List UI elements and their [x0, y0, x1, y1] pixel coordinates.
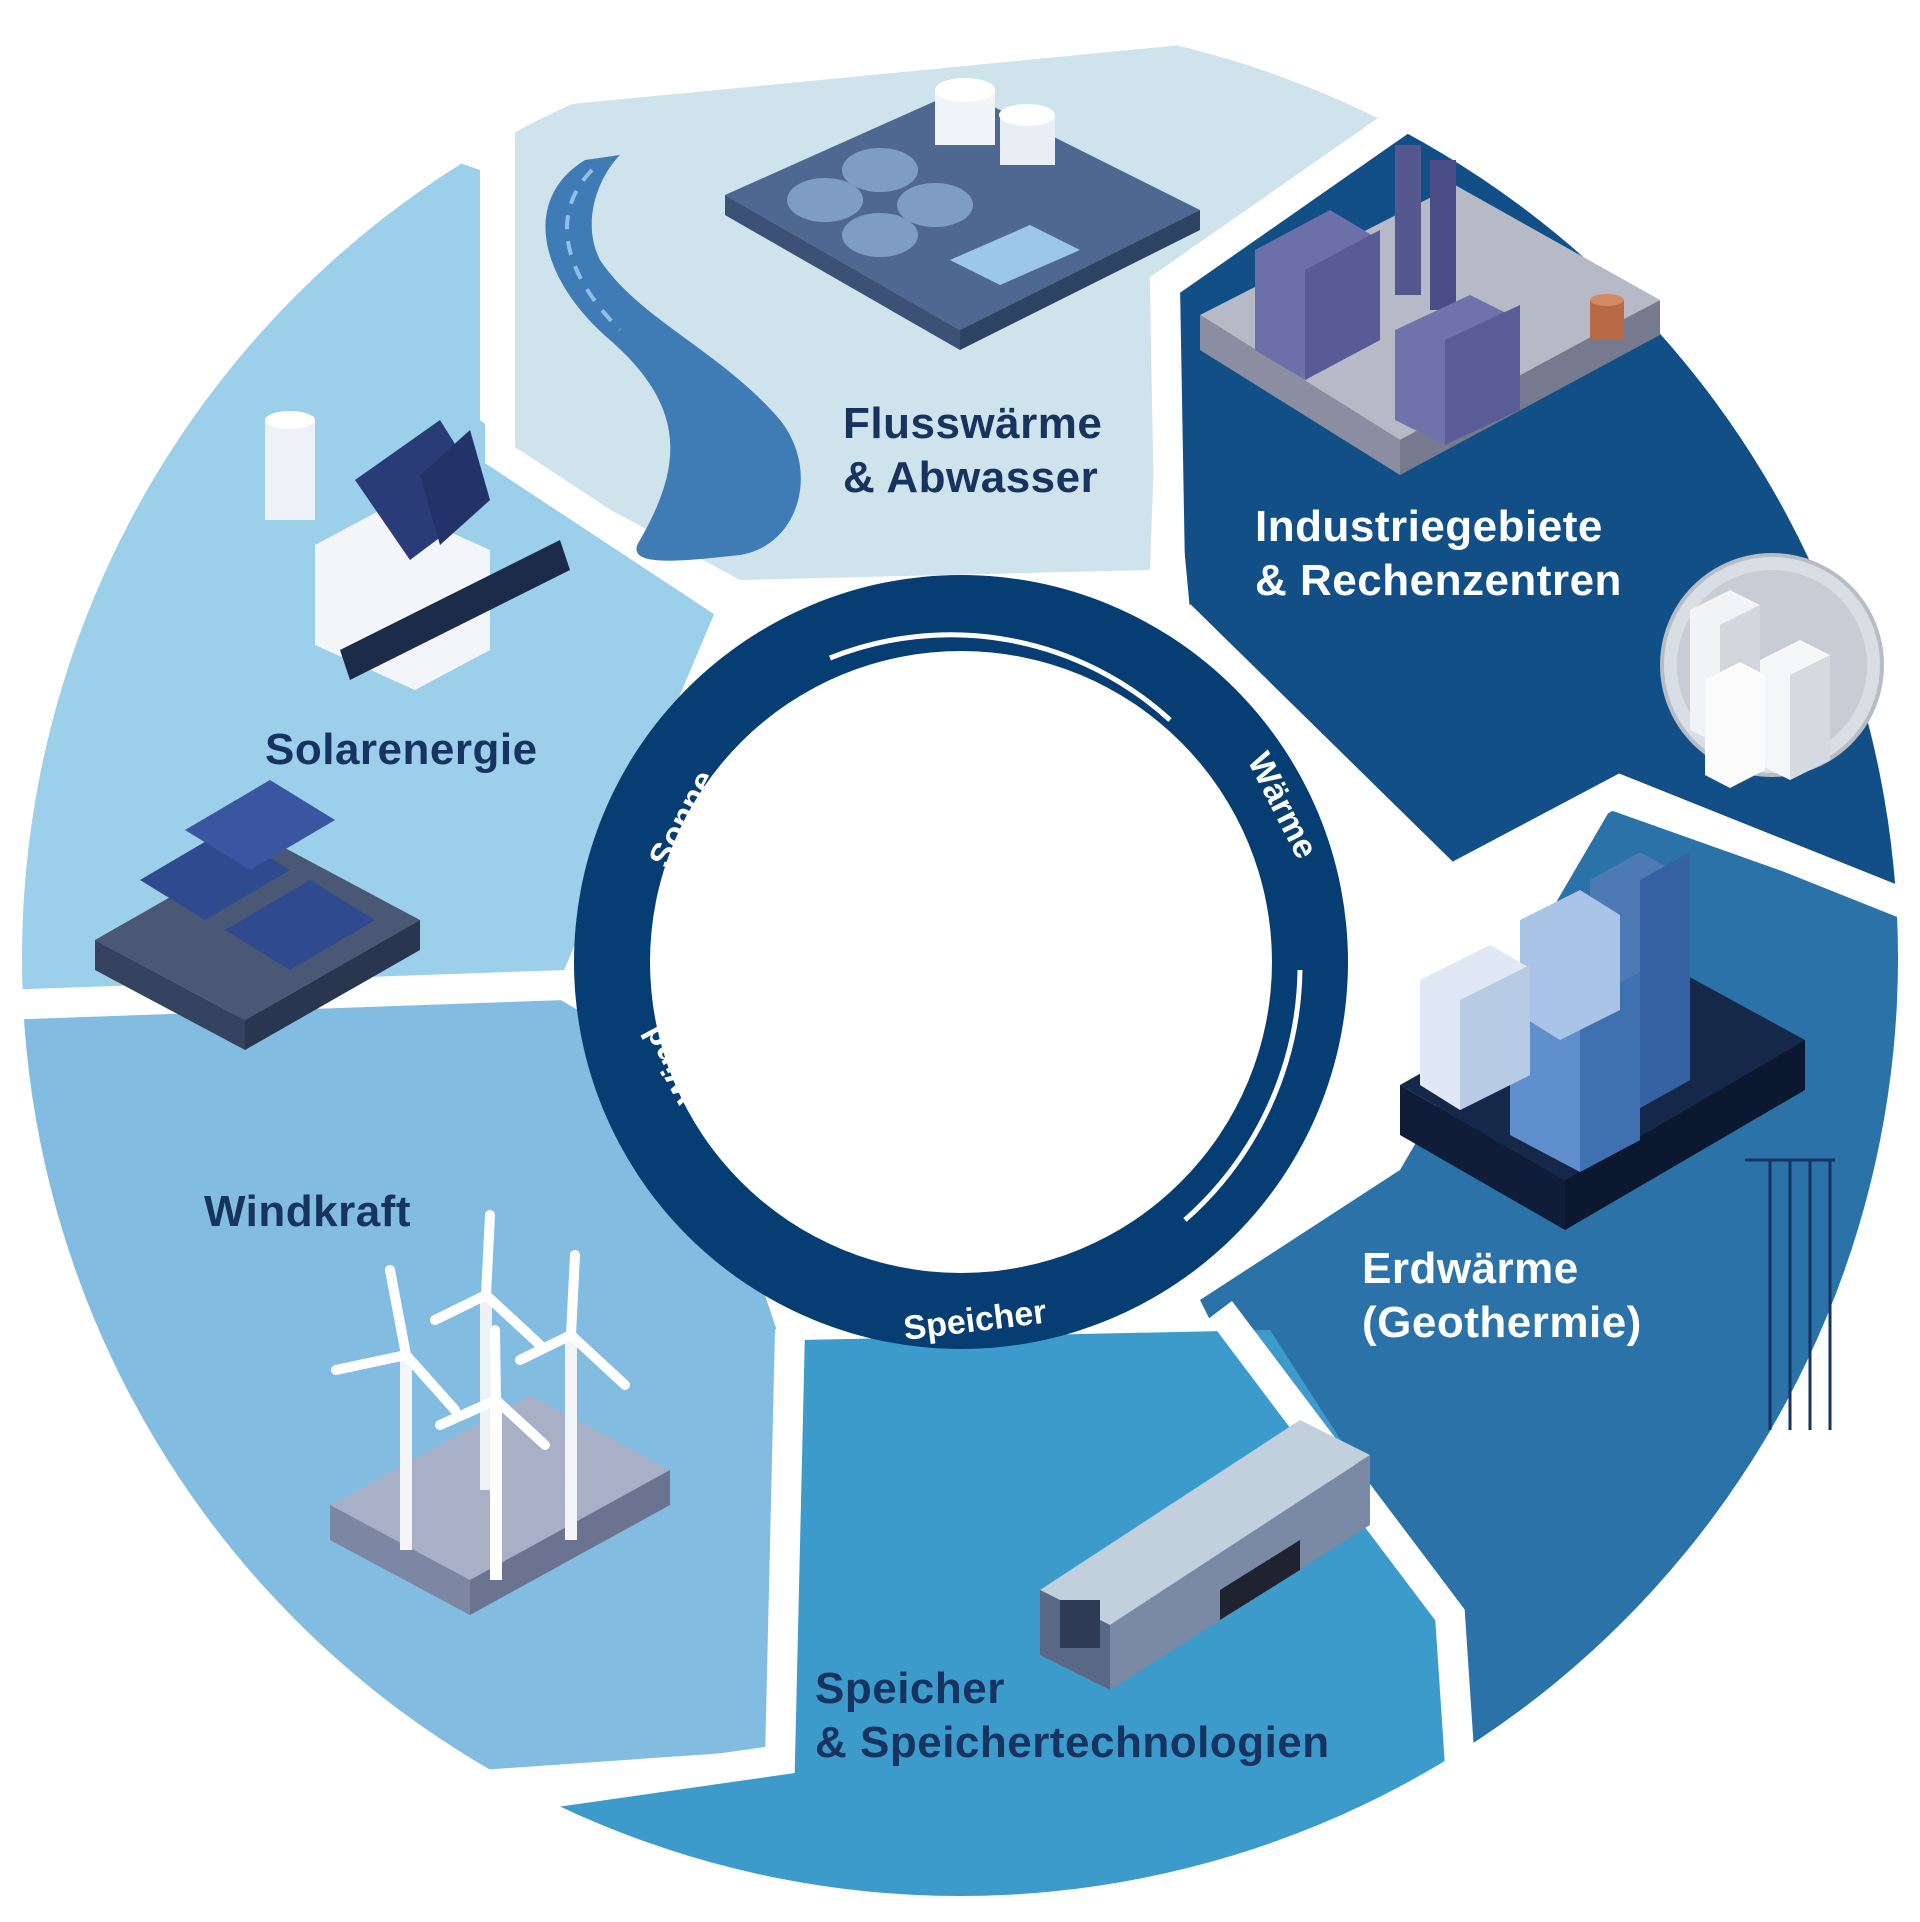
label-erdwaerme-line1: Erdwärme — [1362, 1244, 1579, 1293]
label-windkraft-line1: Windkraft — [204, 1187, 411, 1236]
river-water-treatment-icon — [545, 78, 1200, 561]
solar-house-panels-icon — [95, 411, 570, 1050]
label-fluss-line1: Flusswärme — [843, 399, 1103, 448]
battery-container-icon — [1040, 1420, 1370, 1690]
label-speicher-line2: & Speichertechnologien — [815, 1718, 1330, 1767]
factory-icon — [1200, 145, 1660, 475]
label-industrie-line2: & Rechenzentren — [1255, 556, 1622, 605]
wind-turbines-icon — [330, 1210, 670, 1615]
label-erdwaerme: Erdwärme (Geothermie) — [1362, 1242, 1642, 1350]
label-erdwaerme-line2: (Geothermie) — [1362, 1298, 1642, 1347]
ring-arc-top — [829, 632, 1172, 722]
label-fluss: Flusswärme & Abwasser — [843, 397, 1102, 505]
label-solar-line1: Solarenergie — [265, 725, 538, 774]
label-solar: Solarenergie — [265, 723, 538, 777]
label-industrie: Industriegebiete & Rechenzentren — [1255, 500, 1622, 608]
label-windkraft: Windkraft — [204, 1185, 411, 1239]
ring-arc-right — [1183, 969, 1303, 1222]
center-hole — [650, 651, 1272, 1273]
server-rack-icon — [1660, 553, 1884, 788]
label-fluss-line2: & Abwasser — [843, 453, 1099, 502]
label-speicher-line1: Speicher — [815, 1664, 1005, 1713]
city-geothermal-icon — [1400, 852, 1835, 1430]
label-industrie-line1: Industriegebiete — [1255, 502, 1603, 551]
label-speicher: Speicher & Speichertechnologien — [815, 1662, 1330, 1770]
